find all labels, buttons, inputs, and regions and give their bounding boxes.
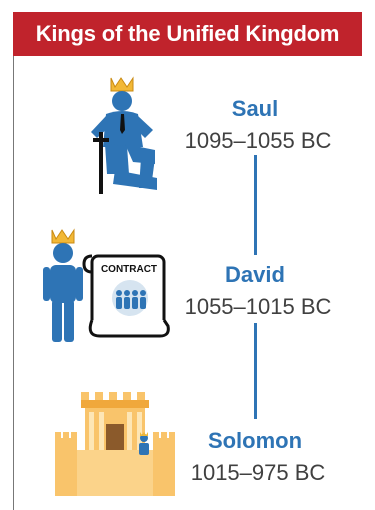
king-years-saul: 1095–1055 BC [184, 128, 332, 153]
king-years-solomon: 1015–975 BC [190, 460, 326, 485]
king-name-solomon: Solomon [207, 428, 303, 453]
content-frame [13, 12, 375, 510]
kneeling-king-icon [91, 76, 157, 194]
timeline-connector [254, 155, 257, 255]
palace-icon [55, 392, 175, 496]
contract-scroll-icon: CONTRACT [82, 254, 170, 338]
king-name-david: David [225, 262, 285, 287]
king-name-saul: Saul [231, 96, 279, 121]
king-years-david: 1055–1015 BC [184, 294, 332, 319]
king-figure-icon [43, 228, 83, 342]
timeline-connector [254, 323, 257, 419]
page-title: Kings of the Unified Kingdom [13, 12, 362, 56]
contract-label: CONTRACT [101, 264, 157, 275]
